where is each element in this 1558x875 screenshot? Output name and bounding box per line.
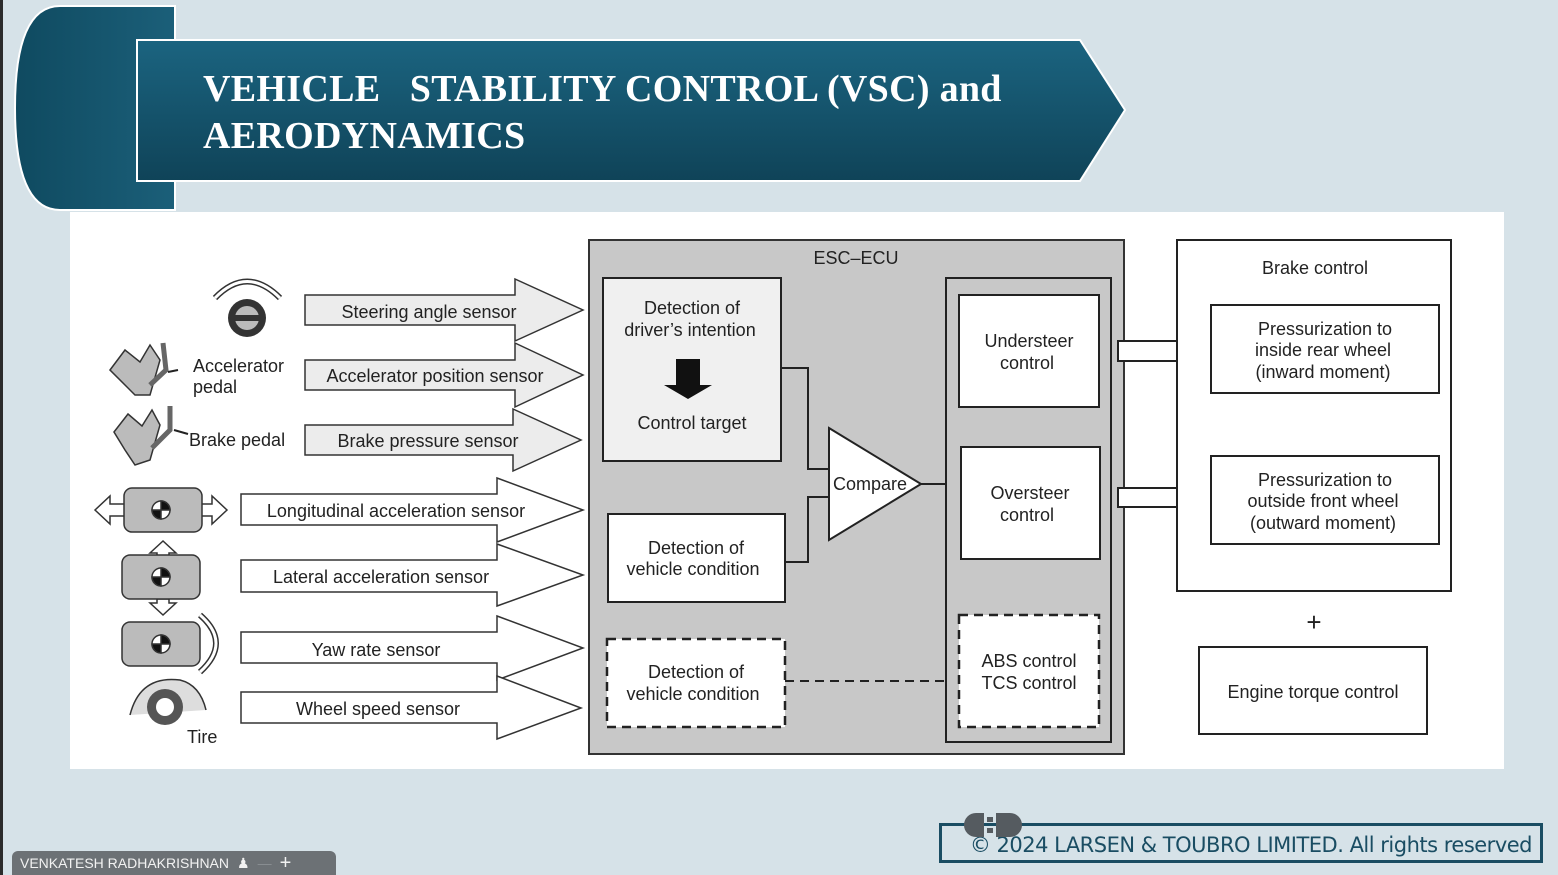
car-longitudinal-icon [93,487,229,533]
understeer-label: control [1000,353,1054,373]
car-lateral-icon [121,539,201,617]
slide-title: VEHICLE STABILITY CONTROL (VSC) and AERO… [203,66,1002,160]
sensor-label: Yaw rate sensor [312,640,441,660]
brake-pedal-icon [113,406,189,466]
outside-front-label: (outward moment) [1250,513,1396,533]
compare-label: Compare [833,474,907,494]
engine-torque-box [1198,646,1428,735]
steering-wheel-icon [212,278,283,337]
sensor-arrow-longitudinal [240,476,586,544]
copyright-text: © 2024 LARSEN & TOUBRO LIMITED. All righ… [969,833,1533,857]
ecu-title: ESC–ECU [813,248,898,268]
control-target-label: Control target [637,413,746,433]
sensor-label: Accelerator position sensor [326,366,543,386]
title-line-2: AERODYNAMICS [203,115,526,157]
driver-intention-label: driver’s intention [624,320,755,340]
outside-front-box [1210,455,1440,545]
engine-torque-label: Engine torque control [1227,682,1398,702]
oversteer-label: control [1000,505,1054,525]
window-edge [0,0,3,875]
sensor-arrow-yaw [240,614,586,682]
plus-sign: + [1306,607,1321,637]
presenter-name: VENKATESH RADHAKRISHNAN [20,855,230,871]
inside-rear-box [1210,304,1440,394]
sensor-arrow-wheel [240,674,584,741]
sensor-label: Wheel speed sensor [296,699,460,719]
inside-rear-label: Pressurization to [1258,319,1392,339]
vehicle-condition-box [607,513,786,603]
vehicle-condition-dashed-label: Detection of [648,662,745,682]
understeer-box [958,294,1100,408]
outside-front-label: outside front wheel [1247,491,1398,511]
vehicle-condition-dashed-box [605,637,787,729]
accelerator-pedal-icon [109,342,179,396]
accelerator-pedal-label: Accelerator [193,356,284,376]
presenter-name-bar: VENKATESH RADHAKRISHNAN ♟ — + [12,851,336,875]
outside-front-label: Pressurization to [1258,470,1392,490]
abs-tcs-label: ABS control [981,651,1076,671]
accelerator-pedal-label: pedal [193,377,237,397]
car-yaw-icon [121,612,219,675]
sensor-arrow-lateral [240,542,586,608]
inside-rear-label: inside rear wheel [1255,340,1391,360]
sensor-arrow-accelerator [304,341,585,409]
compare-triangle [828,426,923,542]
participant-help-icon[interactable]: ♟ [237,854,250,871]
sensor-arrow-steering [304,277,585,343]
connector-lines [781,367,946,682]
minimize-button[interactable]: — [257,855,272,871]
abs-tcs-box [957,613,1101,729]
banner-left-tab [13,5,176,211]
copyright-footer: © 2024 LARSEN & TOUBRO LIMITED. All righ… [939,823,1543,863]
plug-icon [964,813,1022,837]
inside-rear-label: (inward moment) [1255,362,1390,382]
expand-button[interactable]: + [279,851,292,874]
brake-pedal-label: Brake pedal [189,430,285,450]
sensor-label: Steering angle sensor [341,302,516,322]
understeer-label: Understeer [984,331,1073,351]
title-banner [13,5,1127,211]
vehicle-condition-label: Detection of [648,538,745,558]
brake-control-title: Brake control [1262,258,1368,278]
oversteer-label: Oversteer [990,483,1069,503]
sensor-label: Brake pressure sensor [337,431,518,451]
oversteer-box [960,446,1101,560]
driver-intention-label: Detection of [644,298,741,318]
vehicle-condition-dashed-label: vehicle condition [626,684,759,704]
down-arrow-icon [664,359,712,399]
sensor-arrow-brake [304,407,583,473]
title-line-1: VEHICLE STABILITY CONTROL (VSC) and [203,68,1002,110]
tire-icon [129,678,207,725]
abs-tcs-label: TCS control [981,673,1076,693]
vehicle-condition-label: vehicle condition [626,559,759,579]
sensor-label: Longitudinal acceleration sensor [267,501,525,521]
banner-arrow [136,39,1127,182]
tire-label: Tire [187,727,217,747]
sensor-label: Lateral acceleration sensor [273,567,489,587]
